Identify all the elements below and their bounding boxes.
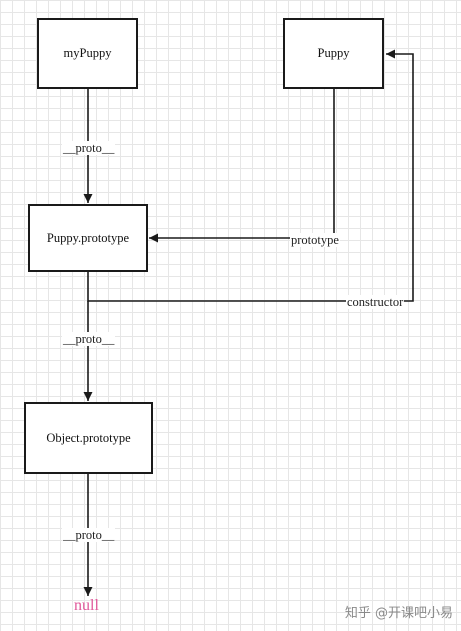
watermark: 知乎 @开课吧小易: [344, 606, 453, 621]
node-puppy: Puppy: [283, 18, 384, 89]
edge-label-prototype: prototype: [290, 233, 340, 247]
edge-puppy-to-puppy-prototype: [149, 89, 335, 243]
edge-label-proto-3: __proto__: [62, 528, 116, 542]
node-mypuppy-label: myPuppy: [63, 46, 112, 60]
edge-label-proto-2: __proto__: [62, 332, 116, 346]
node-object-prototype-label: Object.prototype: [46, 430, 131, 445]
node-mypuppy: myPuppy: [37, 18, 138, 89]
edge-label-constructor: constructor: [346, 295, 405, 309]
node-object-prototype: Object.prototype: [24, 402, 153, 474]
edge-label-proto-1: __proto__: [62, 141, 116, 155]
node-puppy-label: Puppy: [317, 46, 350, 60]
edge-constructor-to-puppy: [87, 49, 414, 302]
null-terminal: null: [74, 597, 99, 614]
node-puppy-prototype-label: Puppy.prototype: [46, 230, 130, 245]
node-puppy-prototype: Puppy.prototype: [28, 204, 148, 272]
